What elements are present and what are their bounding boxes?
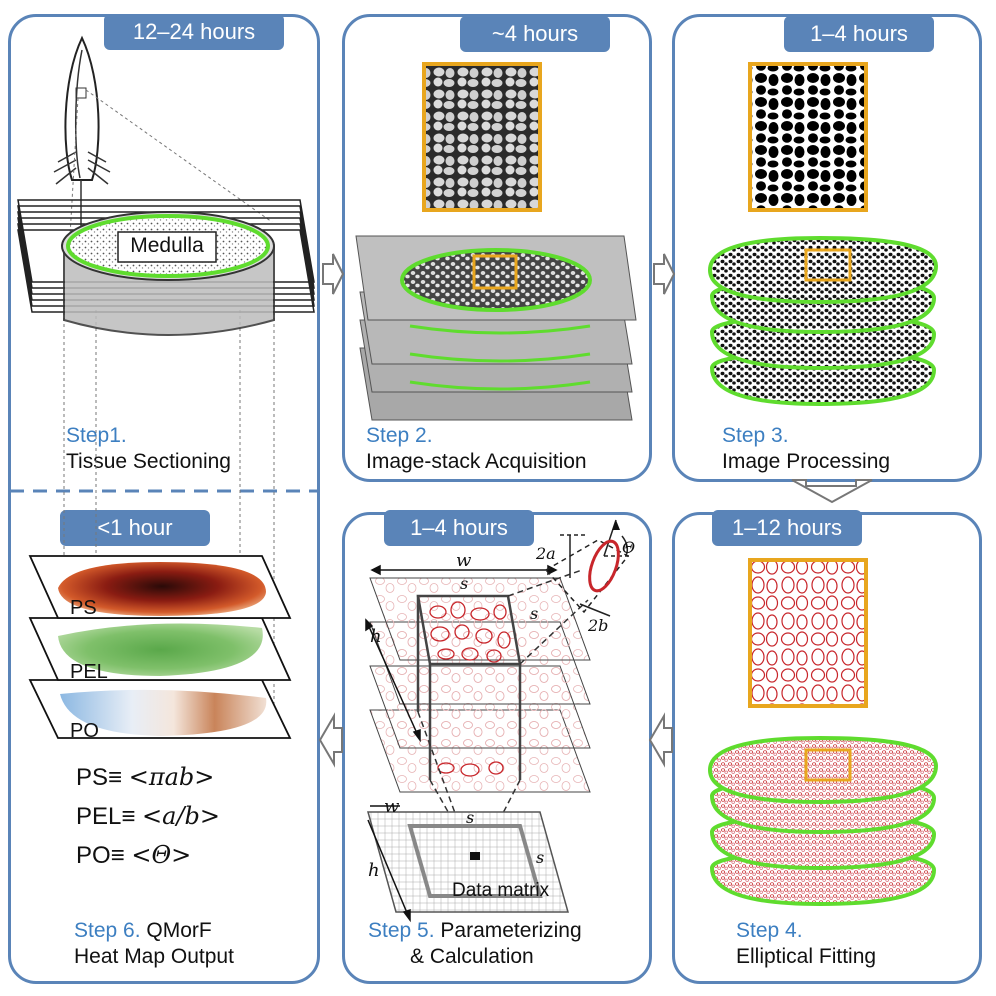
heatmap-ps bbox=[58, 562, 266, 616]
formula-list: PS≡ <πab> PEL≡ <a/b> PO≡ <Θ> bbox=[76, 758, 220, 875]
step1-title: Tissue Sectioning bbox=[66, 450, 231, 473]
time-badge-step2: ~4 hours bbox=[460, 16, 610, 52]
raw-zoom-image bbox=[422, 62, 542, 212]
plant-outline bbox=[64, 35, 100, 181]
formula-pel: PEL≡ <a/b> bbox=[76, 802, 221, 830]
step6-title-2: Heat Map Output bbox=[74, 945, 234, 968]
label-s-right: s bbox=[530, 604, 539, 623]
arrow-step5-to-step6 bbox=[318, 712, 343, 768]
step4-title: Elliptical Fitting bbox=[736, 945, 877, 968]
step2-caption: Step 2. Image-stack Acquisition bbox=[366, 423, 587, 475]
step5-title-1: Parameterizing bbox=[440, 919, 582, 942]
step5-title-2: & Calculation bbox=[410, 945, 534, 968]
label-s-top: s bbox=[460, 574, 469, 593]
step6-title-1: QMorF bbox=[146, 919, 212, 942]
time-badge-step6: <1 hour bbox=[60, 510, 210, 546]
time-badge-step1: 12–24 hours bbox=[104, 14, 284, 50]
step3-number: Step 3. bbox=[722, 424, 789, 447]
roi-square-step2 bbox=[472, 254, 518, 290]
label-s-matrix-top: s bbox=[466, 808, 475, 827]
ellipse-zoom-image bbox=[748, 558, 868, 708]
heatmap-label-ps: PS bbox=[70, 597, 97, 619]
step3-caption: Step 3. Image Processing bbox=[722, 423, 890, 475]
label-h-matrix: h bbox=[368, 860, 380, 881]
roi-square-step4 bbox=[804, 748, 852, 782]
step1-number: Step1. bbox=[66, 424, 127, 447]
step2-title: Image-stack Acquisition bbox=[366, 450, 587, 473]
data-matrix-label: Data matrix bbox=[452, 880, 550, 901]
label-h-stack: h bbox=[370, 626, 382, 647]
label-w-matrix: w bbox=[384, 796, 400, 817]
data-matrix-grid bbox=[367, 811, 569, 913]
heatmap-po bbox=[60, 689, 267, 736]
step4-number: Step 4. bbox=[736, 919, 803, 942]
heatmap-label-pel: PEL bbox=[70, 661, 108, 683]
label-2b: 2b bbox=[588, 616, 609, 635]
step5-caption: Step 5. Parameterizing & Calculation bbox=[368, 918, 582, 970]
time-badge-step5: 1–4 hours bbox=[384, 510, 534, 546]
arrow-step3-to-step4 bbox=[791, 479, 873, 504]
step2-number: Step 2. bbox=[366, 424, 433, 447]
time-badge-step3: 1–4 hours bbox=[784, 16, 934, 52]
fitted-ellipse bbox=[588, 539, 620, 593]
step1-caption: Step1. Tissue Sectioning bbox=[66, 423, 231, 475]
formula-ps: PS≡ <πab> bbox=[76, 763, 215, 791]
step6-number: Step 6. bbox=[74, 919, 141, 942]
medulla-label: Medulla bbox=[130, 234, 204, 257]
arrow-step1-to-step2 bbox=[322, 253, 345, 295]
label-theta: Θ bbox=[622, 538, 636, 557]
time-badge-step4: 1–12 hours bbox=[712, 510, 862, 546]
medulla-section-top bbox=[400, 248, 592, 312]
step4-caption: Step 4. Elliptical Fitting bbox=[736, 918, 876, 970]
label-s-matrix-right: s bbox=[536, 848, 545, 867]
formula-po: PO≡ <Θ> bbox=[76, 841, 192, 869]
roi-square-step3 bbox=[804, 248, 852, 282]
step5-number: Step 5. bbox=[368, 919, 435, 942]
panel-tissue-sectioning-and-heatmap bbox=[8, 14, 320, 984]
binary-zoom-image bbox=[748, 62, 868, 212]
step6-caption: Step 6. QMorF Heat Map Output bbox=[74, 918, 234, 970]
arrow-step4-to-step5 bbox=[648, 712, 673, 768]
medulla-label-box bbox=[117, 231, 217, 263]
step3-title: Image Processing bbox=[722, 450, 891, 473]
arrow-step2-to-step3 bbox=[653, 253, 676, 295]
label-w-top: w bbox=[456, 550, 472, 571]
heatmap-pel bbox=[58, 623, 263, 676]
label-2a: 2a bbox=[536, 544, 556, 563]
heatmap-label-po: PO bbox=[70, 720, 99, 742]
